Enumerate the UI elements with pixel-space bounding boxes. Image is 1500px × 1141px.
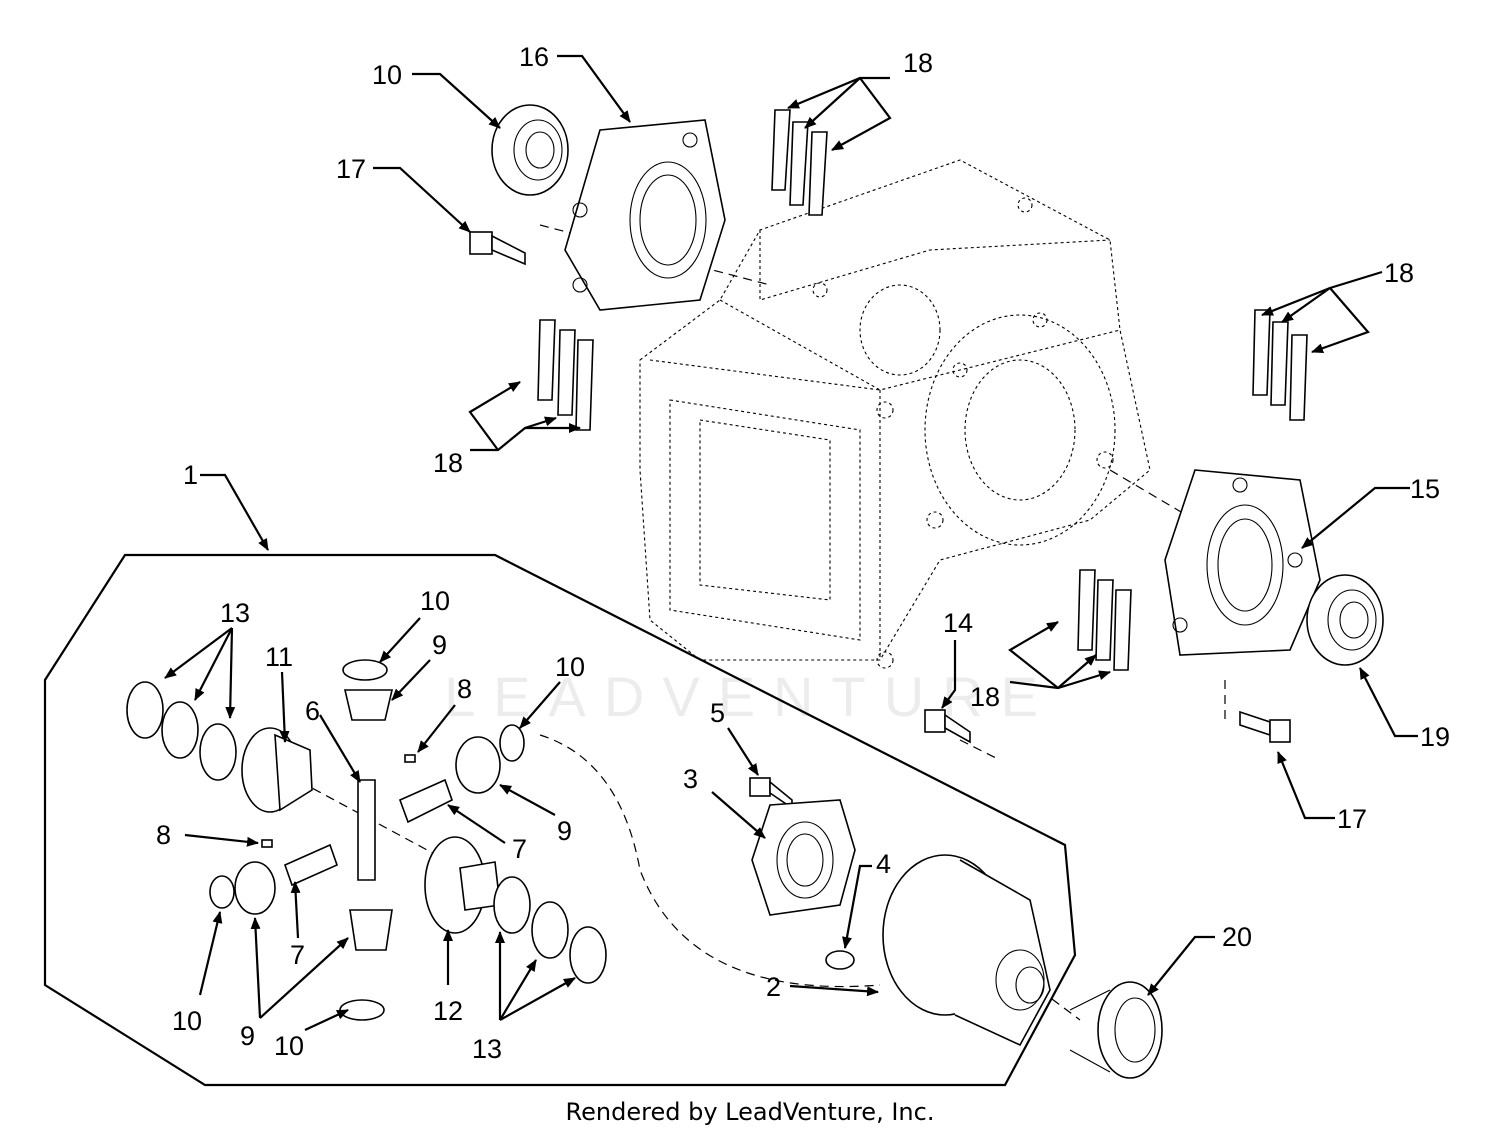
washer-part-10-b (499, 724, 525, 762)
bolt-part-17-top (469, 231, 526, 266)
callout-label: 9 (557, 816, 572, 846)
callout-label: 3 (683, 764, 698, 794)
gear-part-11 (241, 727, 313, 813)
callout-label: 17 (1337, 804, 1367, 834)
callout-label: 18 (1384, 258, 1414, 288)
footer-credit: Rendered by LeadVenture, Inc. (565, 1098, 935, 1126)
cover-part-3 (751, 799, 856, 916)
callout-label: 18 (970, 682, 1000, 712)
shaft-part-6 (357, 779, 376, 881)
pin-part-8-b (261, 839, 273, 848)
callout-label: 13 (472, 1034, 502, 1064)
washer-part-13-right (493, 876, 607, 984)
callout-label: 12 (433, 996, 463, 1026)
bolt-part-14 (924, 709, 971, 744)
callout-label: 18 (433, 448, 463, 478)
washer-part-10-c (209, 875, 235, 909)
callout-label: 8 (457, 674, 472, 704)
shaft-part-7-left (284, 843, 338, 887)
gear-part-12 (424, 836, 501, 934)
callout-label: 11 (265, 642, 293, 672)
shaft-part-7-right (398, 778, 453, 824)
callout-label: 9 (432, 630, 447, 660)
bearing-part-19 (1306, 574, 1384, 666)
callout-label: 17 (336, 154, 366, 184)
callout-label: 10 (274, 1031, 304, 1061)
callout-label: 19 (1420, 722, 1450, 752)
bolt-part-17-right (1239, 710, 1291, 743)
callout-label: 5 (710, 698, 725, 728)
callout-label: 7 (290, 940, 305, 970)
callout-label: 13 (220, 598, 250, 628)
watermark: LEADVENTURE (444, 665, 1056, 728)
shim-part-18-bottom (1077, 569, 1132, 671)
shim-part-18-left (537, 319, 594, 431)
gear-part-9-left (234, 861, 276, 915)
leader-lines (164, 54, 1418, 1031)
pin-part-8-a (404, 754, 416, 763)
callout-label: 10 (172, 1006, 202, 1036)
callout-label: 9 (240, 1021, 255, 1051)
callout-label: 7 (512, 834, 527, 864)
retainer-part-16 (564, 119, 726, 311)
callout-label: 15 (1410, 474, 1440, 504)
bearing-part-21 (1069, 981, 1163, 1079)
differential-group-outline (43, 553, 1077, 1087)
callout-label: 10 (372, 60, 402, 90)
callout-label: 14 (943, 608, 973, 638)
case-part-2 (882, 854, 1051, 1047)
pin-part-4 (825, 950, 855, 970)
callout-label: 8 (156, 820, 171, 850)
washer-part-13-left (126, 681, 237, 781)
callout-label: 4 (876, 849, 891, 879)
bearing-part-20 (491, 104, 569, 196)
gear-part-9-right (455, 736, 501, 794)
retainer-part-15 (1164, 469, 1321, 656)
callout-label: 10 (420, 586, 450, 616)
callout-label: 16 (519, 42, 549, 72)
callout-label: 10 (555, 652, 585, 682)
gear-part-9-top (343, 689, 394, 721)
callout-label: 2 (766, 972, 781, 1002)
shim-part-18-top (771, 109, 828, 216)
callout-labels: 10 16 17 18 18 18 1 15 14 18 19 17 13 10… (156, 42, 1450, 1064)
callout-label: 20 (1222, 922, 1252, 952)
callout-label: 1 (183, 460, 198, 490)
shim-part-18-right (1252, 309, 1308, 421)
gear-part-9-bottom (349, 909, 393, 951)
washer-part-10-a (342, 659, 388, 681)
callout-label: 18 (903, 48, 933, 78)
callout-label: 6 (305, 696, 320, 726)
transmission-housing (639, 159, 1151, 669)
